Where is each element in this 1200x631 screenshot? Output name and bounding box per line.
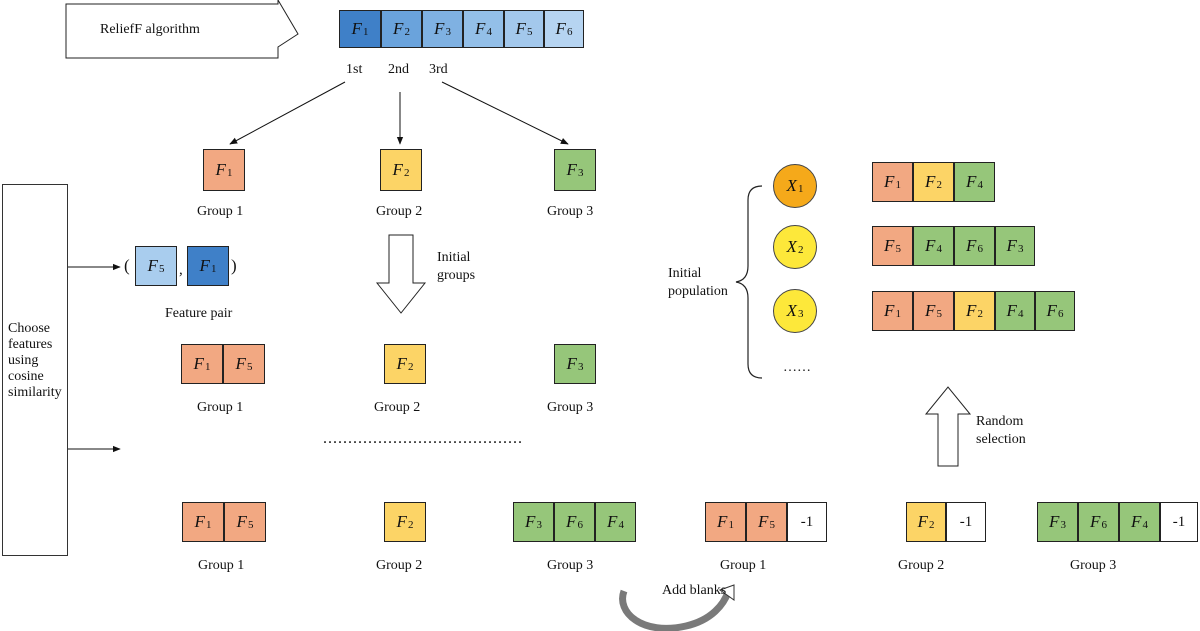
population-brace: [735, 185, 763, 379]
random-selection-label: Random: [976, 414, 1024, 429]
pair-comma: ,: [179, 262, 183, 278]
side-label-line: using: [8, 353, 39, 368]
ordinal-label: 1st: [346, 62, 363, 77]
initial-population-label: population: [668, 284, 728, 299]
group-label: Group 1: [720, 558, 767, 573]
random-selection-label: selection: [976, 432, 1026, 447]
group-label: Group 3: [547, 558, 594, 573]
side-label-line: cosine: [8, 369, 44, 384]
side-label-line: similarity: [8, 385, 62, 400]
feature-pair-caption: Feature pair: [165, 306, 233, 321]
initial-population-label: Initial: [668, 266, 702, 281]
group-label: Group 1: [198, 558, 245, 573]
group-label: Group 3: [547, 400, 594, 415]
add-blanks-arrowhead: [718, 584, 735, 601]
side-label-line: features: [8, 337, 53, 352]
blank-cell: -1: [1160, 502, 1198, 542]
add-blanks-curve: [619, 589, 732, 631]
arrow-rank-3: [441, 81, 569, 145]
group-label: Group 2: [376, 204, 423, 219]
ordinal-label: 3rd: [429, 62, 448, 77]
group-label: Group 1: [197, 204, 244, 219]
pair-open-paren: (: [124, 256, 130, 275]
side-label-line: Choose: [8, 321, 50, 336]
population-ellipsis: ……: [783, 360, 811, 375]
continuation-dots: ........................................: [323, 430, 523, 447]
blank-cell: -1: [787, 502, 827, 542]
cosine-similarity-box: [2, 184, 68, 556]
arrow-rank-1: [229, 81, 346, 145]
initial-groups-label: Initial: [437, 250, 471, 265]
ordinal-label: 2nd: [388, 62, 409, 77]
group-label: Group 2: [374, 400, 421, 415]
relief-label: ReliefF algorithm: [100, 22, 200, 37]
add-blanks-label: Add blanks: [662, 583, 727, 598]
group-label: Group 3: [1070, 558, 1117, 573]
blank-cell: -1: [946, 502, 986, 542]
pair-close-paren: ): [231, 256, 237, 275]
initial-groups-arrow: [375, 234, 427, 314]
group-label: Group 2: [376, 558, 423, 573]
relief-arrow: [65, 0, 299, 59]
random-selection-arrow: [924, 386, 972, 467]
initial-groups-label: groups: [437, 268, 476, 283]
group-label: Group 3: [547, 204, 594, 219]
group-label: Group 1: [197, 400, 244, 415]
group-label: Group 2: [898, 558, 945, 573]
